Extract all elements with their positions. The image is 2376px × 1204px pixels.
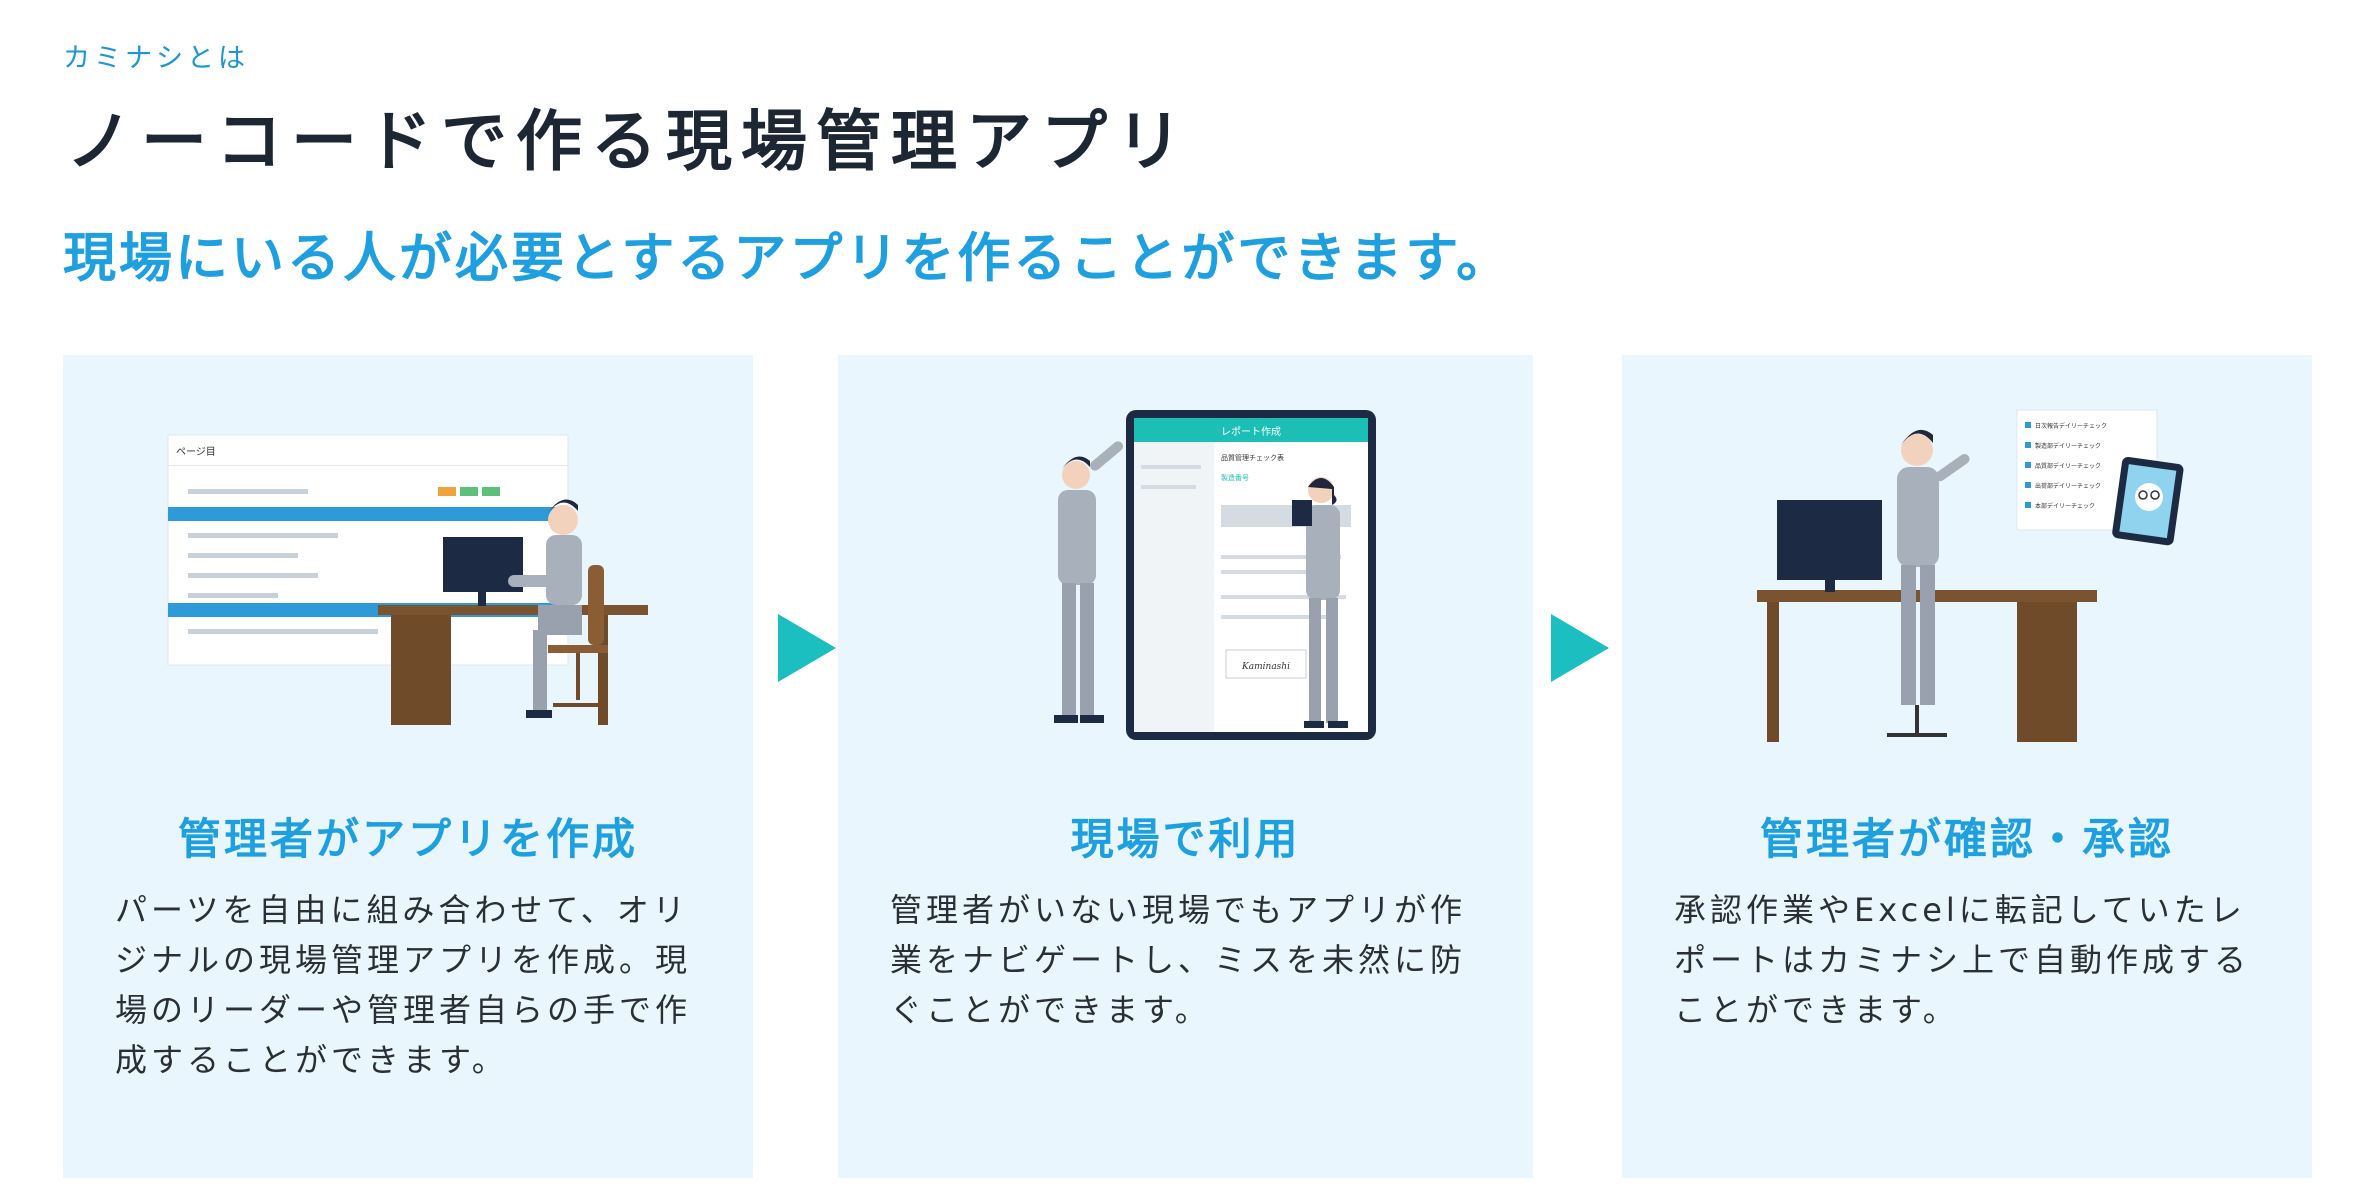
feature-card-use: レポート作成 品質管理チェック表 製造番号 Kaminashi — [838, 355, 1533, 1178]
feature-card-approve: 日次報告デイリーチェック 製造部デイリーチェック 品質部デイリーチェック 出荷部… — [1622, 355, 2312, 1178]
report-item: 本部デイリーチェック — [2035, 502, 2095, 510]
card-body: 承認作業やExcelに転記していたレポートはカミナシ上で自動作成することができま… — [1674, 891, 2251, 1029]
eyebrow-label: カミナシとは — [63, 43, 249, 74]
feature-card-create: ページ目 — [63, 355, 753, 1178]
page-title: ノーコードで作る現場管理アプリ — [66, 103, 1191, 180]
lead-text: 現場にいる人が必要とするアプリを作ることができます。 — [63, 228, 1513, 289]
card-title: 管理者がアプリを作成 — [178, 815, 638, 865]
report-item: 製造部デイリーチェック — [2035, 442, 2101, 450]
card-body: 管理者がいない現場でもアプリが作業をナビゲートし、ミスを未然に防ぐことができます… — [890, 891, 1467, 1029]
report-item: 品質部デイリーチェック — [2035, 462, 2101, 470]
tablet-sub: 品質管理チェック表 — [1221, 453, 1284, 462]
arrow-right-icon — [778, 614, 836, 682]
card-title: 現場で利用 — [1070, 815, 1301, 865]
illustration-admin-approving: 日次報告デイリーチェック 製造部デイリーチェック 品質部デイリーチェック 出荷部… — [1622, 405, 2312, 742]
signature: Kaminashi — [1241, 662, 1290, 672]
arrow-right-icon — [1551, 614, 1609, 682]
tablet-header: レポート作成 — [1221, 426, 1281, 438]
report-item: 日次報告デイリーチェック — [2035, 422, 2107, 430]
report-item: 出荷部デイリーチェック — [2035, 482, 2101, 490]
illus-page-label: ページ目 — [176, 447, 216, 458]
card-body: パーツを自由に組み合わせて、オリジナルの現場管理アプリを作成。現場のリーダーや管… — [115, 891, 692, 1079]
card-title: 管理者が確認・承認 — [1760, 815, 2174, 865]
illustration-field-usage: レポート作成 品質管理チェック表 製造番号 Kaminashi — [838, 405, 1533, 740]
tablet-value: 製造番号 — [1221, 473, 1249, 482]
illustration-admin-creating-app: ページ目 — [63, 405, 753, 735]
